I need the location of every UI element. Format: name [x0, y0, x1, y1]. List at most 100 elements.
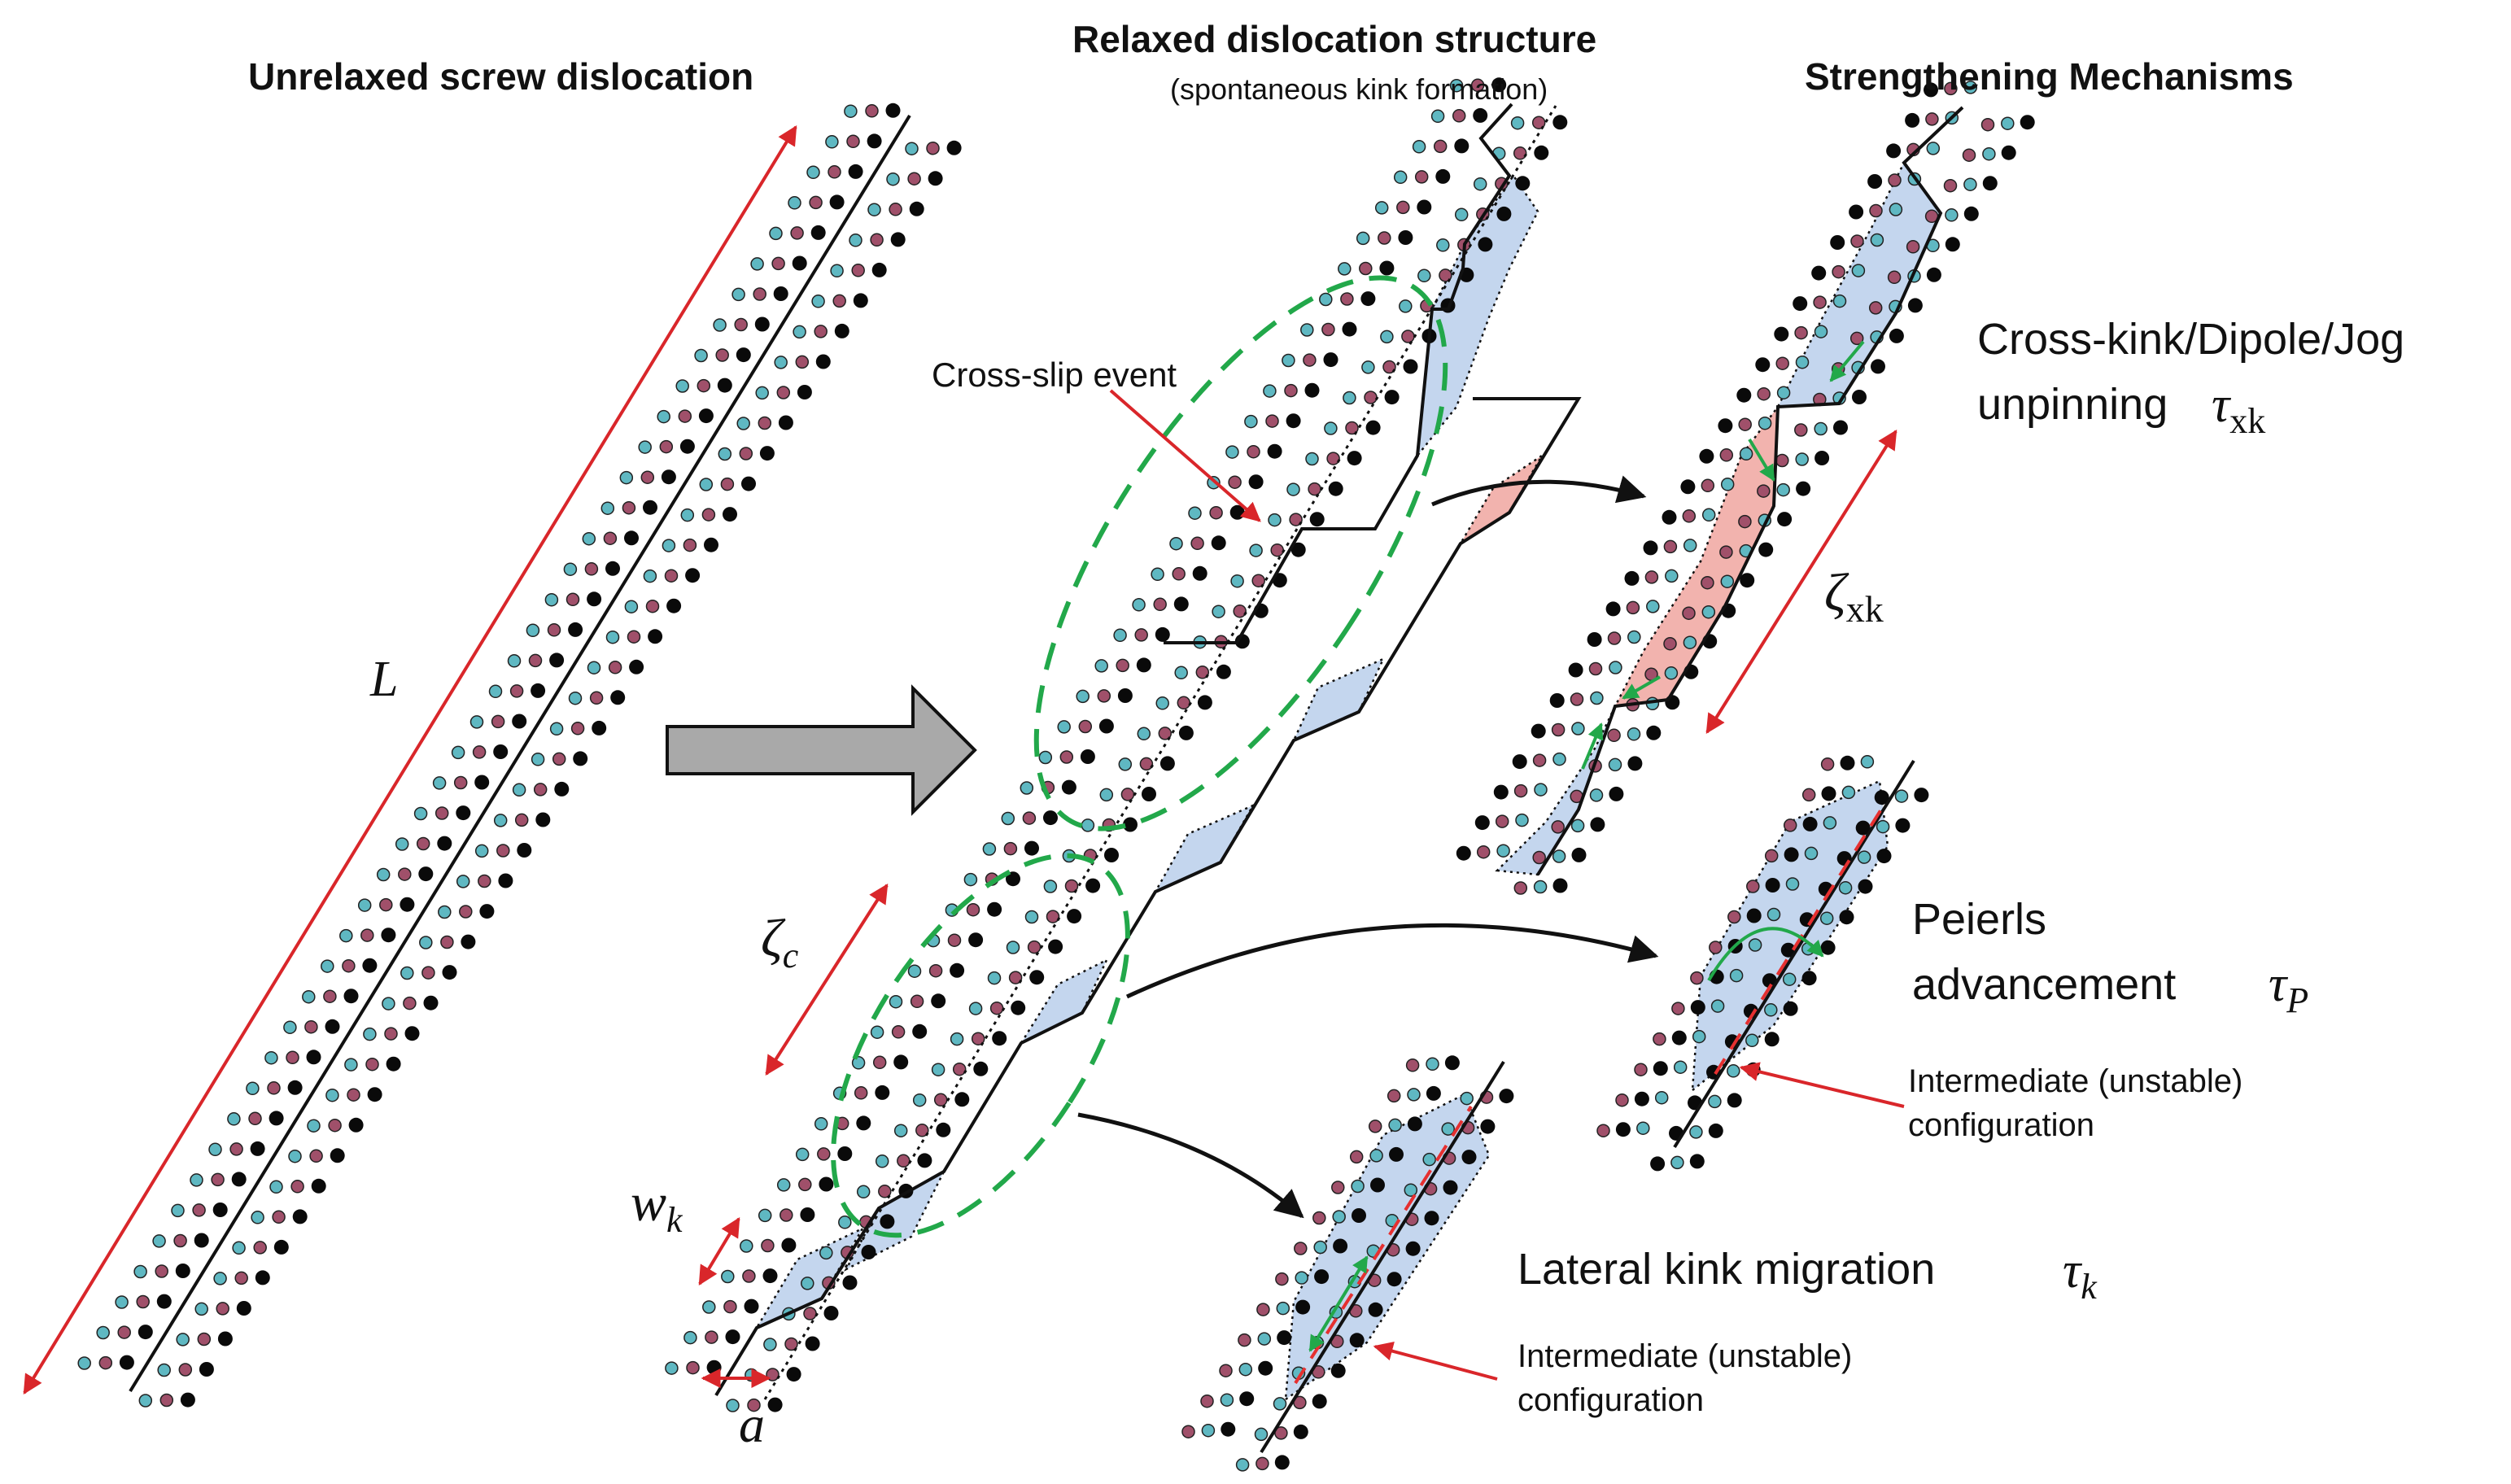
atom: [1699, 448, 1714, 464]
atom: [398, 867, 412, 881]
lateral-intermediate-line2: configuration: [1518, 1382, 1704, 1418]
atom: [1627, 630, 1641, 644]
atom: [1785, 877, 1800, 891]
atom: [1251, 574, 1265, 587]
atom: [496, 844, 510, 858]
atom: [1570, 818, 1585, 833]
lateral-advanced-line: [1294, 1105, 1473, 1385]
atom: [304, 1019, 318, 1034]
atom: [1663, 636, 1677, 651]
atom: [830, 264, 844, 278]
atom: [1746, 908, 1762, 923]
atom: [1113, 628, 1127, 643]
atom: [386, 1056, 401, 1072]
atom: [382, 997, 395, 1010]
atom: [535, 812, 551, 827]
atom: [264, 1050, 278, 1065]
atom: [1962, 148, 1976, 162]
atom: [698, 408, 714, 424]
atom: [554, 781, 570, 797]
atom: [1849, 331, 1864, 346]
atom: [1321, 322, 1335, 337]
atom: [1589, 788, 1604, 802]
atom: [950, 962, 965, 978]
atom: [1820, 757, 1835, 771]
atom: [1871, 359, 1885, 374]
atom: [178, 1363, 193, 1377]
atom: [1209, 505, 1223, 520]
atom: [992, 1031, 1007, 1046]
atom: [1172, 567, 1186, 581]
atom: [1430, 109, 1445, 124]
atom: [1590, 817, 1605, 832]
atom: [1869, 203, 1883, 218]
atom: [1683, 635, 1697, 649]
atom: [1552, 752, 1566, 766]
atom: [849, 234, 862, 247]
atom: [1048, 939, 1063, 954]
atom: [286, 1050, 299, 1065]
atom: [1795, 452, 1809, 466]
atom: [1650, 1156, 1666, 1172]
atom: [1444, 1055, 1460, 1071]
atom: [713, 318, 727, 332]
atom: [1495, 814, 1509, 828]
atom: [1132, 598, 1146, 612]
atom: [1433, 139, 1448, 154]
atom: [176, 1333, 190, 1347]
atom: [582, 531, 596, 546]
atom: [437, 836, 452, 851]
atom: [1275, 1272, 1289, 1286]
atom: [815, 354, 831, 369]
atom: [1356, 231, 1370, 246]
atom: [1876, 849, 1892, 864]
atom: [197, 1332, 212, 1347]
atom: [1003, 841, 1018, 856]
atom: [1801, 788, 1816, 802]
atom: [1496, 844, 1510, 858]
atom: [418, 866, 434, 882]
atom: [1587, 632, 1602, 647]
atom: [171, 1203, 185, 1218]
atom: [592, 720, 607, 735]
atom: [1470, 78, 1485, 93]
atom: [1076, 689, 1090, 704]
atom: [267, 1081, 281, 1095]
atom: [194, 1233, 209, 1248]
atom: [1247, 444, 1260, 459]
atom: [723, 1299, 737, 1314]
atom: [1159, 756, 1175, 771]
atom: [133, 1264, 147, 1279]
atom: [715, 348, 729, 362]
atom: [795, 1147, 810, 1162]
lateral-motion-arrow: [1308, 1255, 1369, 1352]
atom: [1417, 199, 1432, 215]
atom: [1304, 382, 1320, 398]
atom: [1925, 112, 1939, 126]
atom: [229, 1142, 243, 1156]
atom: [1549, 693, 1565, 708]
atom: [1256, 1456, 1269, 1471]
atom: [514, 813, 529, 827]
green-arrow-2: [1622, 675, 1662, 700]
atom: [1793, 296, 1808, 312]
atom: [1043, 810, 1058, 826]
atom: [531, 683, 546, 698]
atom: [761, 1238, 775, 1253]
atom: [781, 1237, 797, 1253]
atom: [928, 963, 943, 978]
atom: [1905, 112, 1920, 128]
atom: [776, 386, 791, 399]
atom: [1680, 479, 1696, 495]
atom: [683, 538, 697, 552]
atom: [788, 196, 801, 210]
atom: [915, 1124, 929, 1137]
atom: [736, 347, 751, 363]
atom: [763, 1338, 777, 1351]
atom: [867, 203, 881, 216]
atom: [1690, 971, 1704, 985]
atom: [1748, 938, 1762, 952]
atom: [731, 287, 745, 302]
atom: [273, 1239, 289, 1255]
atom: [837, 1146, 853, 1161]
